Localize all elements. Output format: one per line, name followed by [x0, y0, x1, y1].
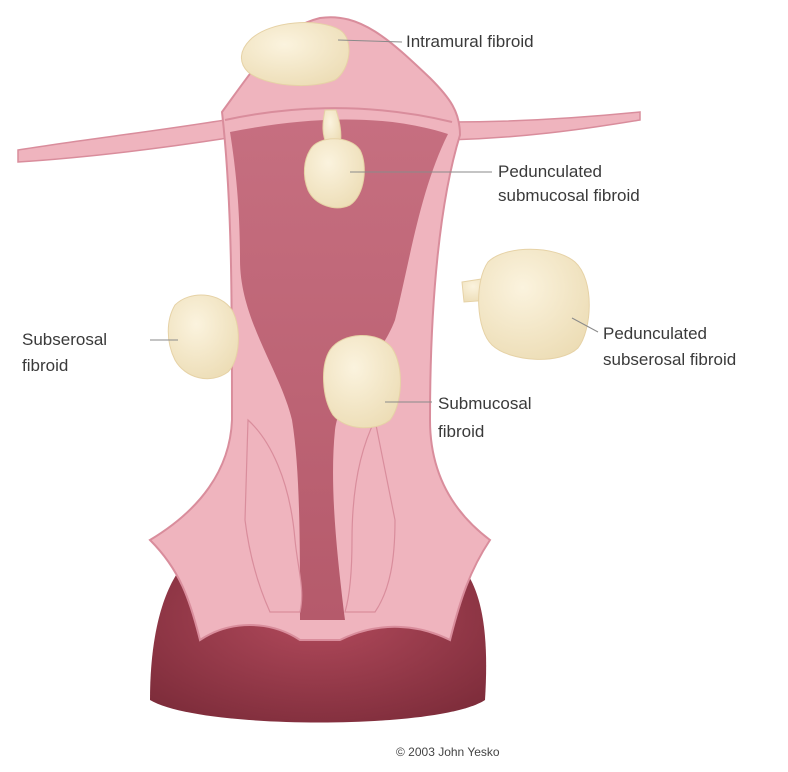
copyright-credit: © 2003 John Yesko — [396, 745, 500, 759]
label-submucosal-line2: fibroid — [438, 420, 484, 444]
left-fallopian-tube — [18, 120, 228, 162]
pedunculated-subserosal-fibroid — [479, 249, 590, 359]
label-pedunculated-subserosal-line1: Pedunculated — [603, 322, 707, 346]
label-pedunculated-submucosal-line2: submucosal fibroid — [498, 184, 640, 208]
label-subserosal-line2: fibroid — [22, 354, 68, 378]
label-pedunculated-submucosal-line1: Pedunculated — [498, 160, 602, 184]
submucosal-fibroid — [324, 335, 401, 427]
right-fallopian-tube — [448, 112, 640, 140]
label-subserosal-line1: Subserosal — [22, 328, 107, 352]
label-intramural-fibroid: Intramural fibroid — [406, 30, 534, 54]
label-pedunculated-subserosal-line2: subserosal fibroid — [603, 348, 736, 372]
subserosal-fibroid — [168, 295, 238, 379]
intramural-fibroid — [241, 23, 349, 86]
pedunculated-submucosal-fibroid — [304, 139, 364, 208]
label-submucosal-line1: Submucosal — [438, 392, 532, 416]
